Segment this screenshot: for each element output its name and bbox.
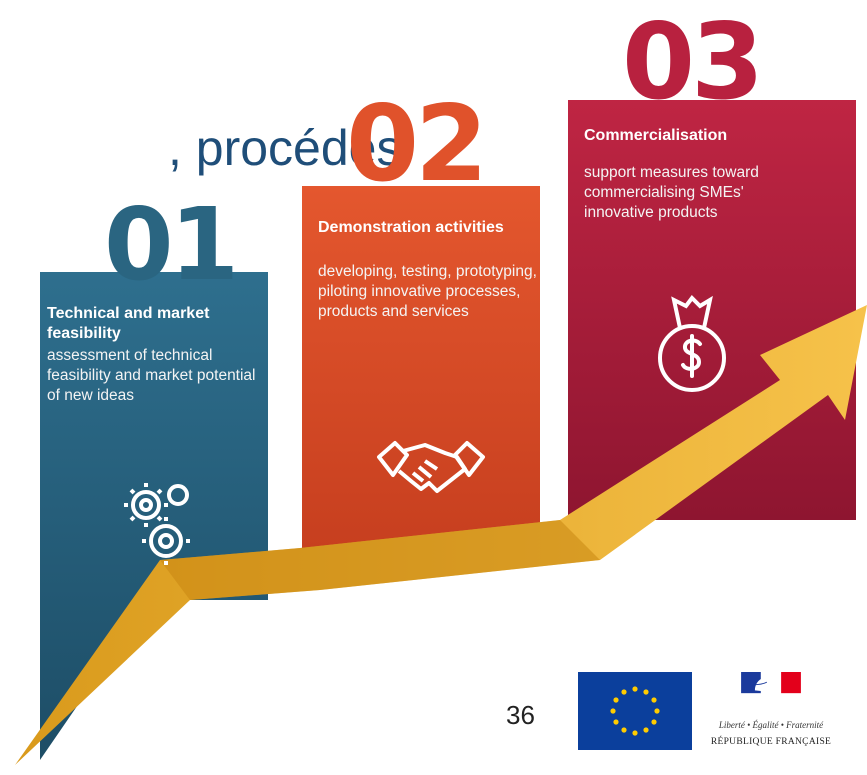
slide-title-fragment: , procédés [168, 120, 402, 176]
eu-flag-icon [578, 672, 692, 750]
step-title-1: Technical and market feasibility [47, 305, 210, 342]
step-number-2: 02 [346, 83, 488, 205]
money-bag-icon [658, 294, 726, 392]
handshake-icon [377, 441, 485, 493]
step-column-1: 01 Technical and market feasibility asse… [0, 0, 270, 775]
rf-motto: Liberté • Égalité • Fraternité [718, 720, 824, 730]
step-number-3: 03 [622, 1, 764, 123]
step-description-1: assessment of technical feasibility and … [47, 347, 256, 404]
step-description-3: support measures toward commercialising … [584, 164, 759, 221]
republique-francaise-logo [741, 672, 801, 694]
step-number-1: 01 [104, 186, 239, 303]
step-column-2: 02 Demonstration activities developing, … [318, 83, 537, 493]
rf-name: RÉPUBLIQUE FRANÇAISE [710, 737, 832, 747]
step-title-2: Demonstration activities [318, 219, 504, 236]
step-description-2: developing, testing, prototyping, piloti… [318, 263, 537, 320]
page-number: 36 [506, 700, 535, 730]
step-title-3: Commercialisation [584, 127, 728, 144]
gears-icon [124, 483, 190, 565]
